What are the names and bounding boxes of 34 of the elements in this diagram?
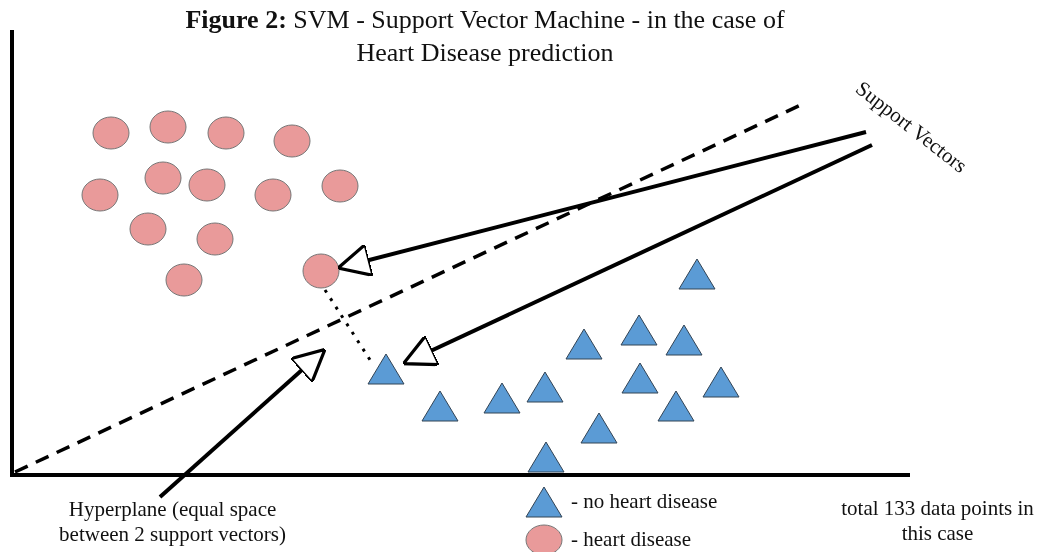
heart-disease-marker (92, 116, 130, 150)
legend-text: - no heart disease (571, 489, 718, 515)
no-heart-disease-marker (580, 412, 618, 444)
heart-disease-marker (273, 124, 311, 158)
no-heart-disease-marker (527, 441, 565, 473)
heart-disease-marker (302, 253, 340, 289)
heart-disease-marker (81, 178, 119, 212)
heart-disease-marker (149, 110, 187, 144)
no-heart-disease-marker (678, 258, 716, 290)
heart-disease-marker (165, 263, 203, 297)
callout-text: Hyperplane (equal space between 2 support vectors) (40, 497, 305, 548)
leader-arrow (158, 347, 327, 499)
no-heart-disease-marker (621, 362, 659, 394)
no-heart-disease-marker (421, 390, 459, 422)
heart-disease-marker (188, 168, 226, 202)
heart-disease-marker (196, 222, 234, 256)
heart-disease-marker (321, 169, 359, 203)
no-heart-disease-marker (665, 324, 703, 356)
figure-title: Figure 2: SVM - Support Vector Machine - in the case of Heart Disease prediction (184, 4, 786, 69)
no-heart-disease-marker (657, 390, 695, 422)
heart-disease-marker (129, 212, 167, 246)
no-heart-disease-marker (367, 353, 405, 385)
heart-disease-marker (207, 116, 245, 150)
legend-text: - heart disease (571, 527, 692, 552)
leader-arrow (336, 130, 867, 278)
no-heart-disease-marker (526, 371, 564, 403)
heart-disease-marker (144, 161, 182, 195)
leader-arrow (401, 143, 873, 367)
no-heart-disease-marker (483, 382, 521, 414)
no-heart-disease-marker (565, 328, 603, 360)
no-heart-disease-marker (702, 366, 740, 398)
heart-disease-marker (254, 178, 292, 212)
note-text: total 133 data points in this case (840, 496, 1035, 547)
no-heart-disease-marker (620, 314, 658, 346)
